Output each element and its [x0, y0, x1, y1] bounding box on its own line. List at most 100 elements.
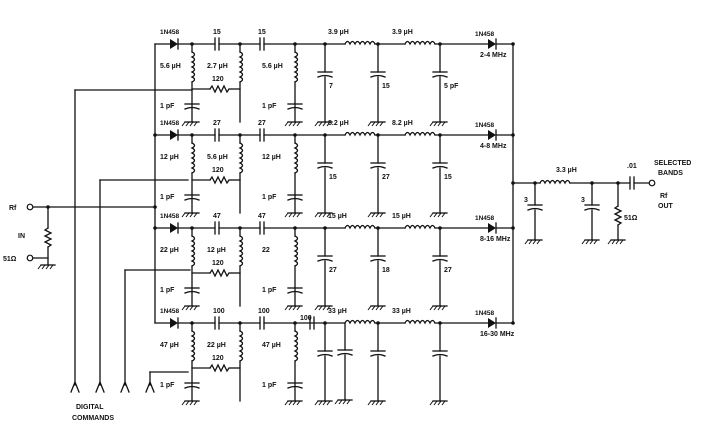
shunt-inductor-label: 2.7 µH [207, 63, 228, 70]
diode-icon [169, 129, 179, 141]
ground-icon [524, 239, 543, 245]
series-inductor [344, 319, 376, 324]
diode-icon [487, 129, 497, 141]
decoupling-cap-label: 1 pF [262, 103, 277, 110]
capacitor-label: 27 [258, 120, 266, 127]
capacitor-label: 27 [213, 120, 221, 127]
shunt-inductor [239, 235, 244, 267]
decoupling-cap-label: 1 pF [160, 194, 175, 201]
shunt-inductor [191, 51, 196, 83]
diode-label: 1N458 [475, 122, 495, 129]
band-label: 8-16 MHz [480, 236, 511, 243]
commands-label: COMMANDS [72, 415, 114, 422]
inductor-label: 15 µH [328, 213, 347, 220]
ground-icon [284, 400, 303, 406]
diode-icon [487, 317, 497, 329]
shunt-cap-label: 15 [329, 174, 337, 181]
shunt-capacitor [432, 350, 448, 357]
rf-input-terminal[interactable] [26, 203, 34, 211]
resistor-label: 120 [212, 76, 224, 83]
shunt-capacitor [317, 162, 333, 169]
diode-label: 1N458 [160, 120, 180, 127]
series-inductor [404, 224, 436, 229]
shunt-inductor [191, 142, 196, 174]
shunt-inductor-label: 47 µH [160, 342, 179, 349]
ground-icon [429, 400, 448, 406]
inductor-label: 33 µH [328, 308, 347, 315]
diode-label: 1N458 [475, 31, 495, 38]
inductor-label: 3.9 µH [328, 29, 349, 36]
output-inductor-label: 3.3 µH [556, 167, 577, 174]
shunt-inductor-label: 12 µH [207, 247, 226, 254]
capacitor-label: 15 [213, 29, 221, 36]
capacitor-label: 100 [213, 308, 225, 315]
shunt-cap-label: 7 [329, 83, 333, 90]
ground-icon [181, 212, 200, 218]
diode-label: 1N458 [160, 213, 180, 220]
output-capacitor-left [527, 204, 543, 211]
output-cap-left-label: 3 [524, 197, 528, 204]
decoupling-cap-label: 1 pF [262, 287, 277, 294]
ground-icon [367, 400, 386, 406]
series-inductor [344, 40, 376, 45]
ground-icon [314, 400, 333, 406]
inductor-label: 33 µH [392, 308, 411, 315]
ground-icon [37, 264, 56, 270]
shunt-capacitor [432, 255, 448, 262]
ground-icon [334, 399, 353, 405]
rf-out-label: Rf [660, 193, 668, 200]
input-resistor [44, 227, 52, 248]
shunt-capacitor [370, 255, 386, 262]
series-inductor [344, 224, 376, 229]
capacitor-label: 47 [258, 213, 266, 220]
resistor-label: 120 [212, 167, 224, 174]
decoupling-cap-label: 1 pF [160, 382, 175, 389]
inductor-label: 15 µH [392, 213, 411, 220]
ground-icon [367, 121, 386, 127]
command-arrow-icon [120, 380, 130, 393]
series-inductor [344, 131, 376, 136]
ground-icon [429, 212, 448, 218]
shunt-capacitor [317, 71, 333, 78]
inductor-label: 8.2 µH [328, 120, 349, 127]
bias-resistor [209, 364, 230, 372]
capacitor-label: 100 [258, 308, 270, 315]
filter-section-4-extra: 100 [300, 315, 353, 405]
diode-icon [487, 38, 497, 50]
bands-label: BANDS [658, 170, 683, 177]
rf-output-terminal[interactable] [648, 179, 656, 187]
series-inductor [404, 319, 436, 324]
in-label: IN [18, 233, 25, 240]
shunt-inductor-label: 12 µH [262, 154, 281, 161]
series-inductor [404, 40, 436, 45]
shunt-capacitor [317, 255, 333, 262]
band-label: 16-30 MHz [480, 331, 515, 338]
ground-icon [429, 121, 448, 127]
shunt-inductor [239, 142, 244, 174]
ground-icon [181, 121, 200, 127]
selected-label: SELECTED [654, 160, 691, 167]
ground-icon [284, 212, 303, 218]
shunt-cap-label: 15 [382, 83, 390, 90]
shunt-capacitor [432, 162, 448, 169]
ground-icon [581, 239, 600, 245]
diode-icon [169, 38, 179, 50]
output-cap-right-label: 3 [581, 197, 585, 204]
ground-input-terminal[interactable] [26, 254, 34, 262]
shunt-inductor-label: 5.6 µH [262, 63, 283, 70]
rf-label: Rf [9, 205, 17, 212]
shunt-capacitor [317, 350, 333, 357]
band-label: 2-4 MHz [480, 52, 507, 59]
decoupling-cap-label: 1 pF [160, 103, 175, 110]
shunt-capacitor [370, 162, 386, 169]
shunt-inductor-label: 22 µH [160, 247, 179, 254]
diode-icon [169, 317, 179, 329]
diode-icon [487, 222, 497, 234]
capacitor-label: 47 [213, 213, 221, 220]
decoupling-cap-label: 1 pF [262, 194, 277, 201]
shunt-capacitor [432, 71, 448, 78]
shunt-inductor [239, 330, 244, 362]
